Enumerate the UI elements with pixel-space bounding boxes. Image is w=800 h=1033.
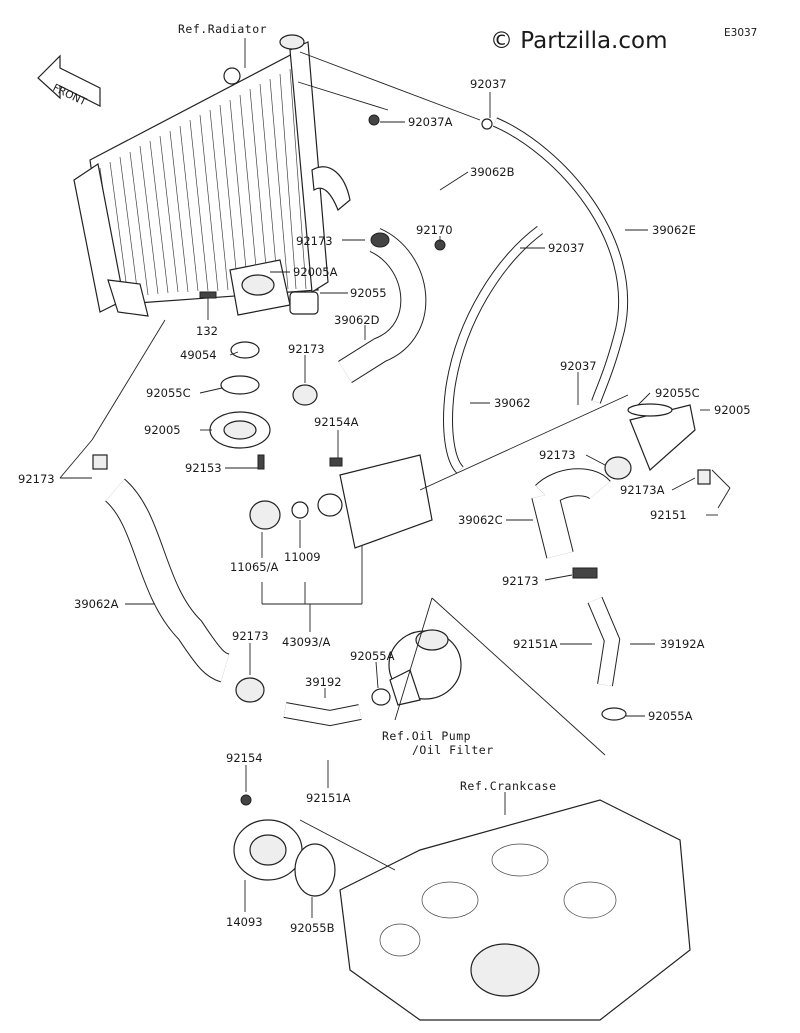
part-label: 92151 xyxy=(650,508,687,522)
diagram-code: E3037 xyxy=(724,27,757,39)
part-label: 43093/A xyxy=(282,635,330,649)
thermostat-housing xyxy=(199,259,319,470)
part-label: 39062B xyxy=(470,165,515,179)
ref-oil-filter: /Oil Filter xyxy=(412,743,494,757)
part-label: 92037 xyxy=(548,241,585,255)
part-label: 92037A xyxy=(408,115,453,129)
part-label: 39062A xyxy=(74,597,119,611)
part-label: 92173 xyxy=(288,342,325,356)
ref-oil-pump: Ref.Oil Pump xyxy=(382,729,471,743)
part-label: 92173 xyxy=(232,629,269,643)
part-label: 92055 xyxy=(350,286,387,300)
part-label: 39062C xyxy=(458,513,503,527)
part-label: 92055C xyxy=(146,386,191,400)
ref-crankcase: Ref.Crankcase xyxy=(460,779,557,793)
part-label: 92154A xyxy=(314,415,359,429)
part-label: 92037 xyxy=(560,359,597,373)
part-labels: 92037 92037A 39062B 92173 92170 92037 39… xyxy=(18,77,751,935)
part-label: 92005A xyxy=(293,265,338,279)
part-label: 39062D xyxy=(334,313,380,327)
part-label: 11065/A xyxy=(230,560,278,574)
part-label: 11009 xyxy=(284,550,321,564)
part-label: 39192A xyxy=(660,637,705,651)
part-label: 92173 xyxy=(18,472,55,486)
part-label: 92173 xyxy=(539,448,576,462)
part-label: 92055A xyxy=(648,709,693,723)
part-label: 92037 xyxy=(470,77,507,91)
part-label: 92151A xyxy=(306,791,351,805)
part-label: 49054 xyxy=(180,348,217,362)
part-label: 39062E xyxy=(652,223,696,237)
crankcase xyxy=(339,799,691,1021)
part-label: 92005 xyxy=(714,403,751,417)
radiator xyxy=(73,34,351,317)
part-label: 92055A xyxy=(350,649,395,663)
watermark: © Partzilla.com xyxy=(490,28,668,54)
part-label: 92005 xyxy=(144,423,181,437)
front-arrow-icon: FRONT xyxy=(37,54,101,109)
part-label: 14093 xyxy=(226,915,263,929)
part-label: 132 xyxy=(196,324,218,338)
hose-clamps xyxy=(92,114,632,703)
oil-cooler-cover xyxy=(233,794,336,897)
part-label: 39192 xyxy=(305,675,342,689)
part-label: 92055C xyxy=(655,386,700,400)
part-label: 92170 xyxy=(416,223,453,237)
water-pump xyxy=(388,629,462,706)
part-label: 92153 xyxy=(185,461,222,475)
water-outlet-fitting xyxy=(601,403,711,721)
part-label: 92173A xyxy=(620,483,665,497)
leader-lines xyxy=(59,38,731,918)
part-label: 92055B xyxy=(290,921,335,935)
part-label: 39062 xyxy=(494,396,531,410)
part-label: 92173 xyxy=(502,574,539,588)
part-label: 92154 xyxy=(226,751,263,765)
reservoir-tank xyxy=(249,454,433,549)
part-label: 92151A xyxy=(513,637,558,651)
ref-radiator: Ref.Radiator xyxy=(178,22,267,36)
part-label: 92173 xyxy=(296,234,333,248)
